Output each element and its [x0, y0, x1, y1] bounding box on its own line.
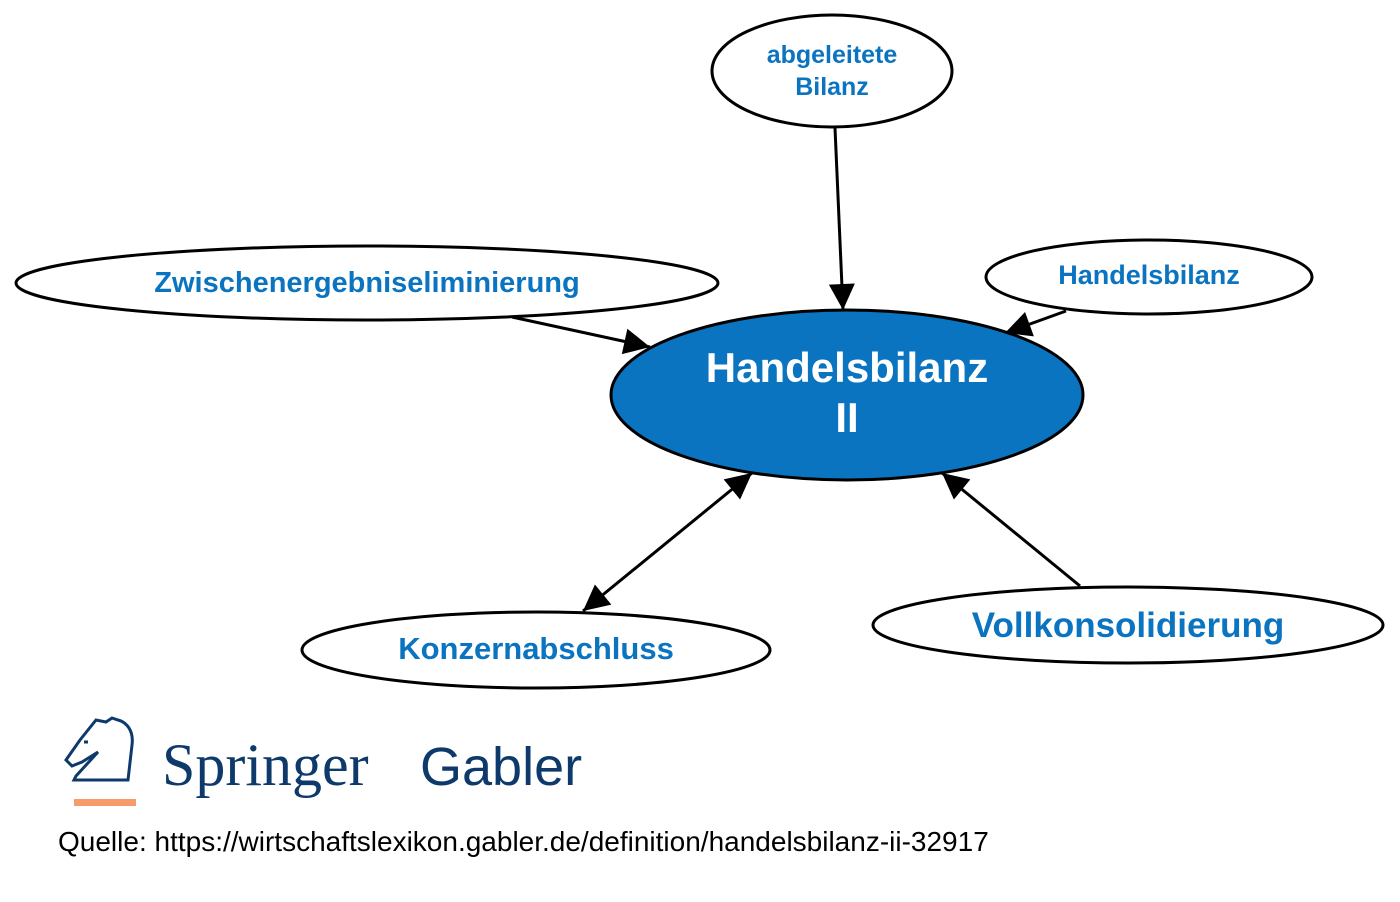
edge-handelsbilanz-to-center	[1004, 309, 1067, 337]
node-label: Vollkonsolidierung	[972, 606, 1284, 645]
springer-gabler-logo: Springer Gabler	[64, 716, 582, 806]
center-label: II	[835, 394, 858, 441]
center-label: Handelsbilanz	[706, 344, 988, 391]
node-label: abgeleitete	[767, 41, 898, 69]
node-label: Handelsbilanz	[1058, 260, 1240, 290]
node-abgeleitete-bilanz[interactable]: abgeleitete Bilanz	[710, 13, 954, 129]
logo-accent-bar	[74, 799, 136, 806]
source-citation: Quelle: https://wirtschaftslexikon.gable…	[58, 826, 989, 857]
edge-voll-to-center	[941, 471, 1081, 588]
node-vollkonsolidierung[interactable]: Vollkonsolidierung	[871, 585, 1385, 665]
knight-horse-icon	[64, 716, 134, 782]
node-handelsbilanz[interactable]: Handelsbilanz	[984, 238, 1314, 316]
node-zwischenergebniseliminierung[interactable]: Zwischenergebniseliminierung	[14, 244, 720, 322]
node-label: Konzernabschluss	[398, 631, 674, 666]
logo-gabler: Gabler	[420, 737, 582, 797]
node-label: Bilanz	[795, 73, 869, 101]
node-center-handelsbilanz-ii[interactable]: Handelsbilanz II	[609, 308, 1085, 482]
edge-konzern-center-bidirectional	[582, 471, 753, 613]
logo-springer: Springer	[162, 732, 369, 798]
edge-abgeleitete-to-center	[828, 127, 855, 311]
edge-zwischen-to-center	[511, 315, 651, 355]
node-label: Zwischenergebniseliminierung	[154, 267, 579, 299]
node-konzernabschluss[interactable]: Konzernabschluss	[300, 610, 772, 690]
